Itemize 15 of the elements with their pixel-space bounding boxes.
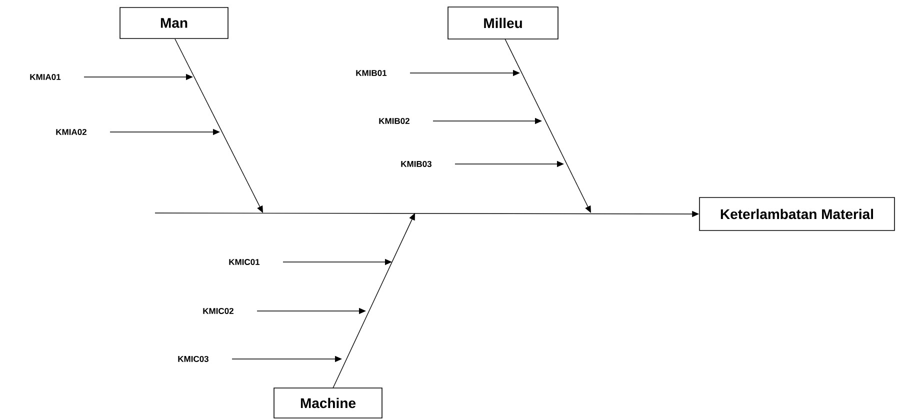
cause-label: KMIC01 bbox=[229, 258, 260, 265]
cause-label: KMIC02 bbox=[203, 308, 234, 314]
bone-arrow bbox=[504, 38, 591, 213]
cause-label: KMIB01 bbox=[356, 70, 387, 76]
cause-label: KMIB03 bbox=[401, 160, 432, 167]
cause-label: KMIA02 bbox=[56, 129, 86, 135]
cause-label: KMIC03 bbox=[178, 356, 208, 362]
category-box: Man bbox=[120, 7, 228, 39]
bone-arrow bbox=[332, 213, 415, 388]
cause-label: KMIB02 bbox=[379, 118, 410, 124]
cause-label: KMIA01 bbox=[30, 74, 61, 80]
bone-arrow bbox=[174, 38, 263, 213]
effect-box: Keterlambatan Material bbox=[699, 197, 895, 231]
category-box: Milleu bbox=[448, 6, 558, 40]
category-box: Machine bbox=[274, 388, 382, 418]
